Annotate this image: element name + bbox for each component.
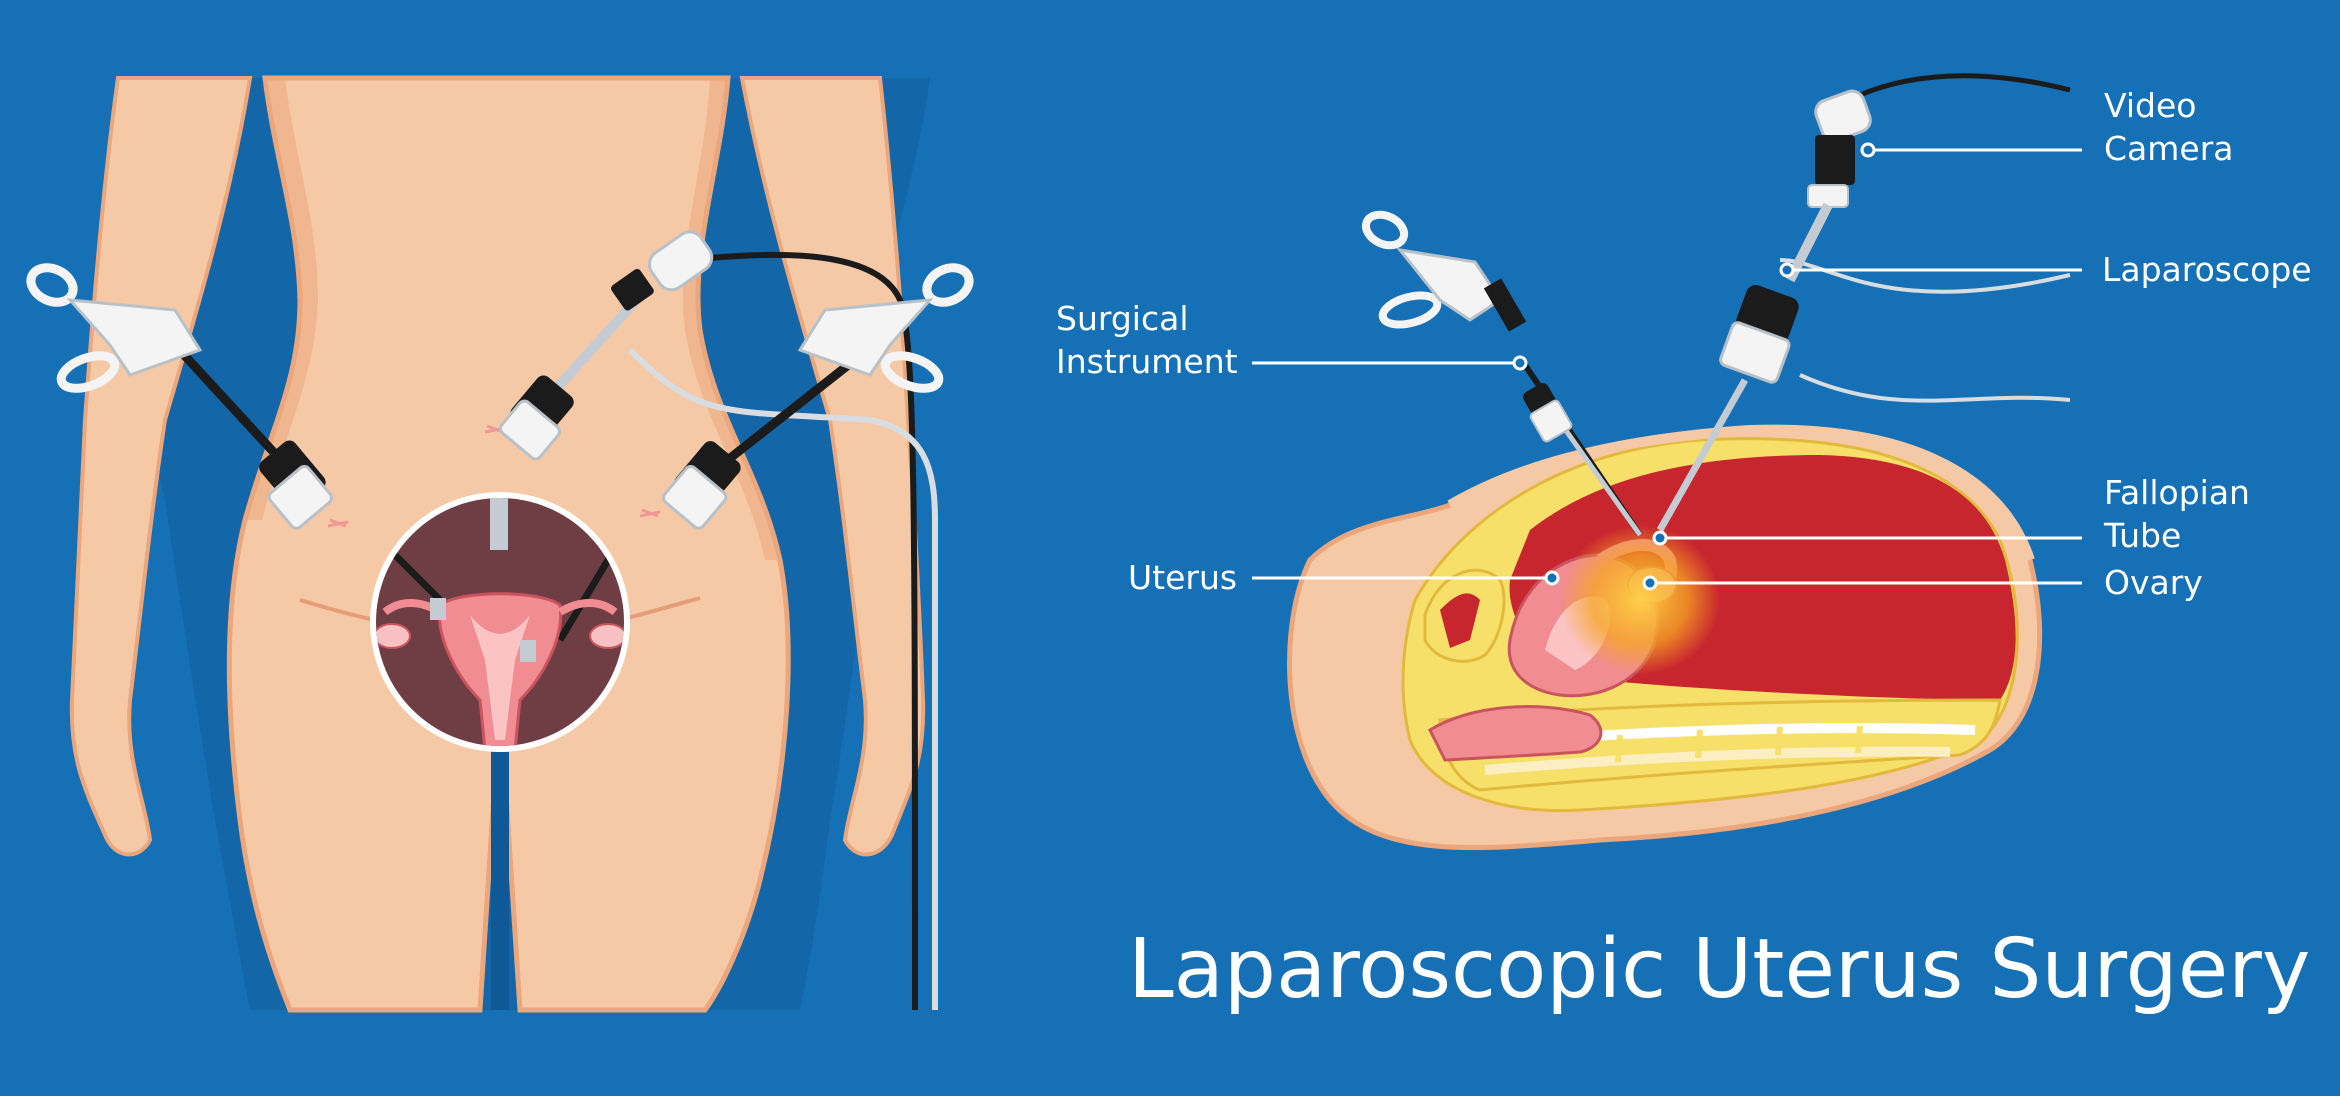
label-video-camera: Video Camera	[2104, 86, 2234, 168]
leader-dots	[1512, 142, 1876, 591]
label-fallopian-tube: Fallopian Tube	[2104, 473, 2250, 555]
left-figure-laparoscope	[498, 230, 714, 461]
label-surgical-instrument: Surgical Instrument	[1056, 299, 1238, 381]
scope-cables	[627, 251, 938, 1011]
diagram-title: Laparoscopic Uterus Surgery	[1128, 922, 2311, 1017]
abdomen-cross-section	[1287, 424, 2043, 851]
right-surgical-instrument	[662, 263, 974, 530]
left-surgical-instrument	[26, 263, 333, 530]
label-uterus: Uterus	[1128, 558, 1238, 597]
left-arm	[69, 76, 253, 857]
label-ovary: Ovary	[2104, 563, 2203, 602]
side-view-laparoscope	[1656, 73, 2071, 532]
label-laparoscope: Laparoscope	[2102, 250, 2312, 289]
side-view-surgical-instrument	[1361, 210, 1643, 537]
incision-marks	[327, 424, 661, 528]
magnified-uterus-view	[370, 492, 630, 752]
leader-lines	[1252, 148, 2082, 585]
